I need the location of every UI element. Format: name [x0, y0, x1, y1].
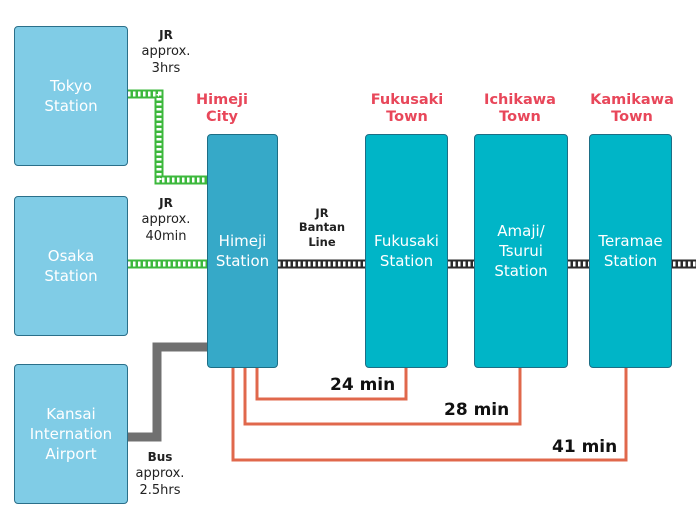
origin-osaka-line-1: Osaka	[47, 246, 95, 265]
jr-track-tokyo	[128, 89, 207, 185]
bantan-line-label-3: Line	[308, 234, 336, 249]
origin-kansai-line-2: Internation	[29, 424, 113, 443]
route-note-kansai: Bus approx. 2.5hrs	[128, 450, 192, 499]
station-fukusaki-line-2: Station	[379, 252, 434, 270]
station-amaji-line-1: Amaji/	[497, 221, 545, 240]
station-fukusaki-line-1: Fukusaki	[374, 231, 439, 250]
route-tokyo-carrier: JR	[159, 28, 173, 42]
town-kamikawa-line-1: Kamikawa	[590, 92, 674, 108]
time-line-teramae	[231, 368, 628, 462]
station-himeji-line-1: Himeji	[218, 231, 267, 250]
route-kansai-carrier: Bus	[147, 450, 173, 464]
route-tokyo-duration-1: approx.	[141, 44, 191, 60]
route-tokyo-duration-2: 3hrs	[151, 60, 181, 76]
origin-tokyo-line-2: Station	[44, 97, 98, 115]
time-label-fukusaki: 24 min	[330, 375, 396, 395]
station-teramae-line-1: Teramae	[598, 231, 663, 250]
town-kamikawa-line-2: Town	[611, 109, 653, 126]
origin-kansai-line-1: Kansai	[46, 404, 96, 423]
origin-kansai-line-3: Airport	[45, 445, 97, 464]
route-osaka-duration-2: 40min	[145, 228, 187, 244]
route-osaka-duration-1: approx.	[141, 212, 191, 228]
origin-osaka-line-2: Station	[44, 267, 98, 285]
station-amaji-line-3: Station	[494, 262, 548, 281]
time-label-teramae: 41 min	[552, 437, 618, 457]
bantan-line-label: JR Bantan Line	[290, 206, 354, 249]
bantan-line-label-1: JR	[315, 206, 329, 220]
town-fukusaki-line-2: Town	[386, 109, 428, 126]
time-line-amaji	[243, 368, 522, 426]
time-label-amaji: 28 min	[444, 400, 510, 420]
station-himeji-line-2: Station	[215, 252, 270, 270]
bus-route-kansai	[128, 342, 207, 442]
route-note-tokyo: JR approx. 3hrs	[134, 28, 198, 77]
time-line-fukusaki	[255, 368, 408, 401]
city-himeji-line-2: City	[206, 109, 238, 126]
station-amaji-line-2: Tsurui	[499, 241, 543, 260]
town-fukusaki-line-1: Fukusaki	[370, 92, 444, 108]
origin-tokyo-line-1: Tokyo	[49, 76, 92, 95]
route-note-osaka: JR approx. 40min	[134, 196, 198, 245]
route-kansai-duration-2: 2.5hrs	[139, 482, 181, 498]
town-ichikawa-line-2: Town	[499, 109, 541, 126]
bantan-line-label-2: Bantan	[298, 220, 346, 235]
route-osaka-carrier: JR	[159, 196, 173, 210]
route-kansai-duration-1: approx.	[135, 466, 185, 482]
city-himeji-line-1: Himeji	[196, 92, 248, 108]
town-ichikawa-line-1: Ichikawa	[484, 92, 556, 108]
station-teramae-line-2: Station	[603, 252, 658, 270]
